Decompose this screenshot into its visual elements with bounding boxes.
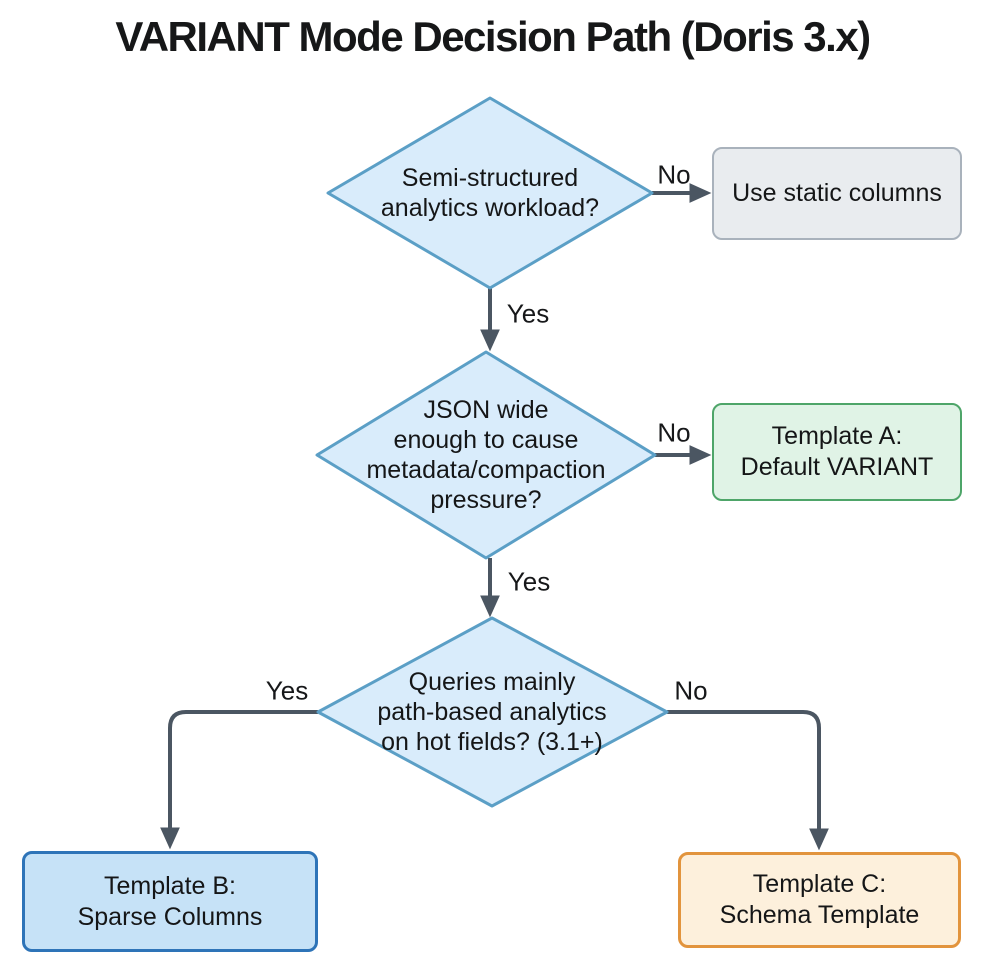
decision-3-diamond (316, 616, 669, 808)
result-line: Sparse Columns (77, 902, 263, 931)
decision-2-diamond (315, 350, 657, 560)
decision-3-line: Queries mainly (408, 668, 576, 696)
result-line: Template C: (752, 870, 887, 898)
edge-d3-no-label: No (674, 675, 708, 706)
edge-d3-yes-label: Yes (265, 675, 309, 706)
decision-1-line: Semi-structured (401, 164, 579, 192)
edge-d3-no-arrow (667, 710, 829, 851)
result-template-c: Template C: Schema Template (678, 852, 961, 948)
result-template-b: Template B: Sparse Columns (22, 851, 318, 952)
edge-d3-yes-arrow (160, 710, 318, 850)
edge-d1-no-label: No (657, 159, 691, 190)
edge-d1-yes-label: Yes (506, 298, 550, 329)
result-line: Template A: (771, 422, 903, 450)
result-use-static-columns: Use static columns (712, 147, 962, 240)
decision-2-line: metadata/compaction (366, 456, 606, 484)
decision-2-line: enough to cause (393, 426, 579, 454)
decision-3-line: on hot fields? (3.1+) (381, 728, 603, 756)
edge-d2-no-label: No (657, 417, 691, 448)
edge-d2-yes-label: Yes (507, 566, 551, 597)
result-line: Use static columns (732, 179, 942, 207)
decision-3-line: path-based analytics (377, 698, 607, 726)
decision-2-line: pressure? (430, 486, 542, 514)
diagram-title: VARIANT Mode Decision Path (Doris 3.x) (115, 13, 871, 60)
result-line: Default VARIANT (740, 453, 934, 481)
decision-1-diamond (326, 96, 654, 290)
result-template-a: Template A: Default VARIANT (712, 403, 962, 501)
decision-2-text: JSON wide enough to cause metadata/compa… (336, 352, 636, 558)
decision-1-line: analytics workload? (380, 194, 600, 222)
decision-1-text: Semi-structured analytics workload? (340, 98, 640, 288)
decision-2-line: JSON wide (423, 396, 549, 424)
decision-3-text: Queries mainly path-based analytics on h… (342, 618, 642, 806)
result-line: Template B: (103, 871, 236, 900)
result-line: Schema Template (719, 901, 920, 929)
